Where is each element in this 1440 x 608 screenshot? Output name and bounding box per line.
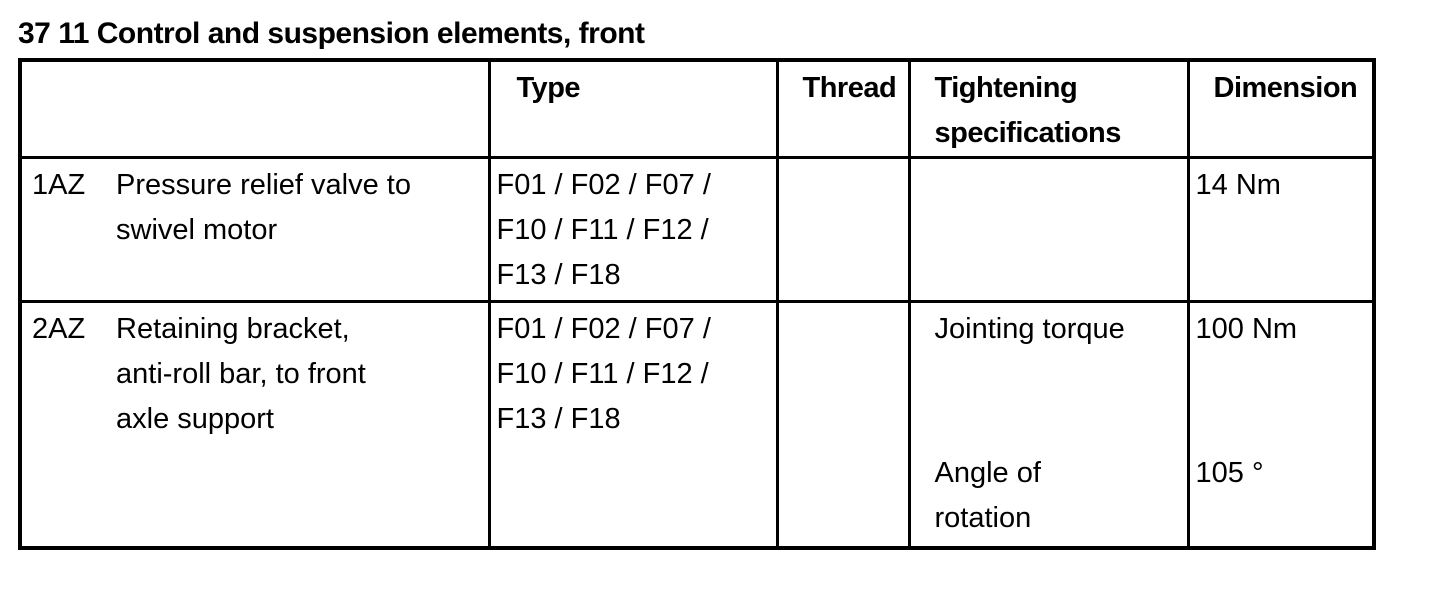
dimension-value: 100 Nm: [1195, 313, 1298, 345]
item-description: Retaining bracket, anti-roll bar, to fro…: [116, 313, 366, 435]
row-spec-cell: Jointing torque Angle of rotation: [907, 300, 1190, 549]
item-code: 2AZ: [32, 313, 86, 345]
row-thread-cell: [775, 156, 911, 303]
dimension-value: 14 Nm: [1195, 169, 1281, 201]
row-dimension-cell: 100 Nm 105 °: [1186, 300, 1376, 549]
row-type-cell: F01 / F02 / F07 / F10 / F11 / F12 / F13 …: [487, 300, 779, 549]
page-title: 37 11 Control and suspension elements, f…: [18, 17, 645, 50]
item-code: 1AZ: [32, 169, 86, 201]
header-type: Type: [487, 58, 779, 159]
row-dimension-cell: 14 Nm: [1186, 156, 1376, 303]
header-description: [18, 58, 491, 159]
item-description: Pressure relief valve to swivel motor: [116, 169, 411, 246]
table-row: 2AZ Retaining bracket, anti-roll bar, to…: [18, 300, 1376, 549]
spec-angle-of-rotation: Angle of rotation: [934, 457, 1041, 534]
header-dimension: Dimension: [1186, 58, 1376, 159]
dimension-value: 105 °: [1195, 457, 1264, 489]
tightening-spec-table: Type Thread Tightening specifications Di…: [18, 58, 1376, 550]
row-spec-cell: [907, 156, 1190, 303]
header-tightening-specifications: Tightening specifications: [907, 58, 1190, 159]
row-description-cell: 2AZ Retaining bracket, anti-roll bar, to…: [18, 300, 491, 549]
table-row: 1AZ Pressure relief valve to swivel moto…: [18, 156, 1376, 303]
header-thread: Thread: [775, 58, 911, 159]
table-header-row: Type Thread Tightening specifications Di…: [18, 58, 1376, 159]
row-type-cell: F01 / F02 / F07 / F10 / F11 / F12 / F13 …: [487, 156, 779, 303]
row-description-cell: 1AZ Pressure relief valve to swivel moto…: [18, 156, 491, 303]
row-thread-cell: [775, 300, 911, 549]
spec-jointing-torque: Jointing torque: [934, 313, 1125, 345]
